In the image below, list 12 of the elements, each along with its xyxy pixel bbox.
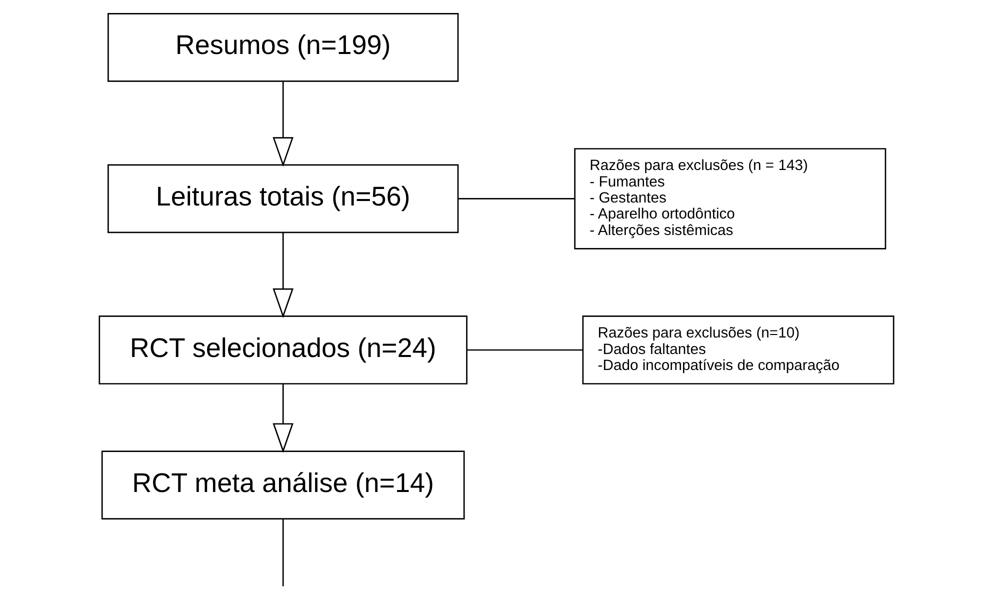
connector [466, 349, 582, 351]
node-box: RCT selecionados (n=24) [98, 316, 467, 384]
arrow [272, 81, 293, 167]
arrow [272, 384, 293, 453]
arrow [272, 232, 293, 318]
connector [282, 519, 284, 586]
connector [458, 198, 574, 200]
node-box: Razões para exclusões (n=10) -Dados faltantes -Dado incompatíveis de comparação [582, 316, 894, 384]
node-box: Resumos (n=199) [107, 13, 458, 82]
node-box: RCT meta análise (n=14) [100, 450, 464, 520]
node-box: Razões para exclusões (n = 143) - Fumantes - Gestantes - Aparelho ortodôntico - Alterções sistêmicas [574, 148, 886, 250]
node-box: Leituras totais (n=56) [107, 164, 458, 234]
